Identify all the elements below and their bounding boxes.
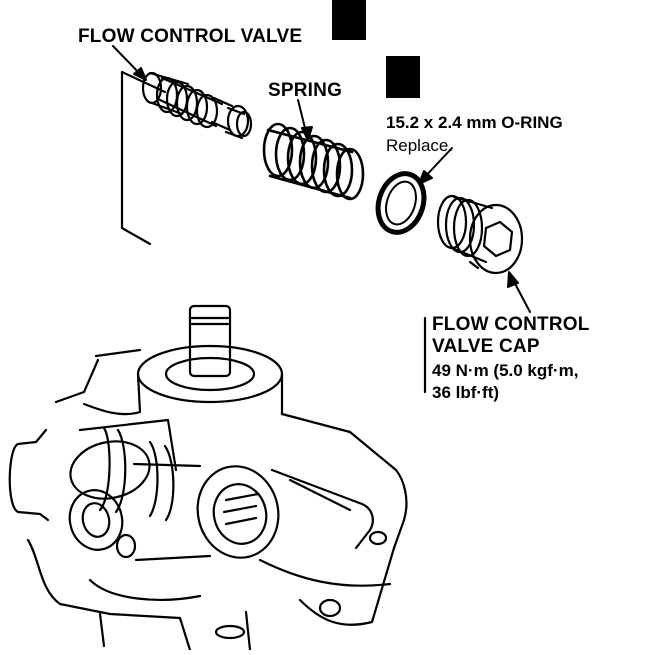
o-ring (375, 171, 427, 235)
valve-cap-label-line1: FLOW CONTROL (432, 314, 590, 335)
torque-spec-line1: 49 N·m (5.0 kgf·m, (432, 361, 579, 380)
torque-spec-line2: 36 lbf·ft) (432, 383, 500, 402)
fluid-symbol-icon (332, 0, 366, 40)
o-ring-size-label: 15.2 x 2.4 mm O-RING (386, 113, 563, 132)
spring-label: SPRING (268, 80, 343, 101)
leader-arrows (112, 45, 531, 313)
flow-control-valve-label: FLOW CONTROL VALVE (78, 26, 303, 47)
valve-cap-label-line2: VALVE CAP (432, 336, 540, 357)
flow-control-valve-cap (436, 194, 524, 275)
flow-control-valve (141, 71, 253, 140)
o-ring-replace-note: Replace. (386, 136, 454, 155)
replace-symbol-icon (386, 56, 420, 98)
spring (262, 122, 365, 201)
pump-body (8, 304, 408, 652)
assembly-frame (120, 70, 427, 394)
